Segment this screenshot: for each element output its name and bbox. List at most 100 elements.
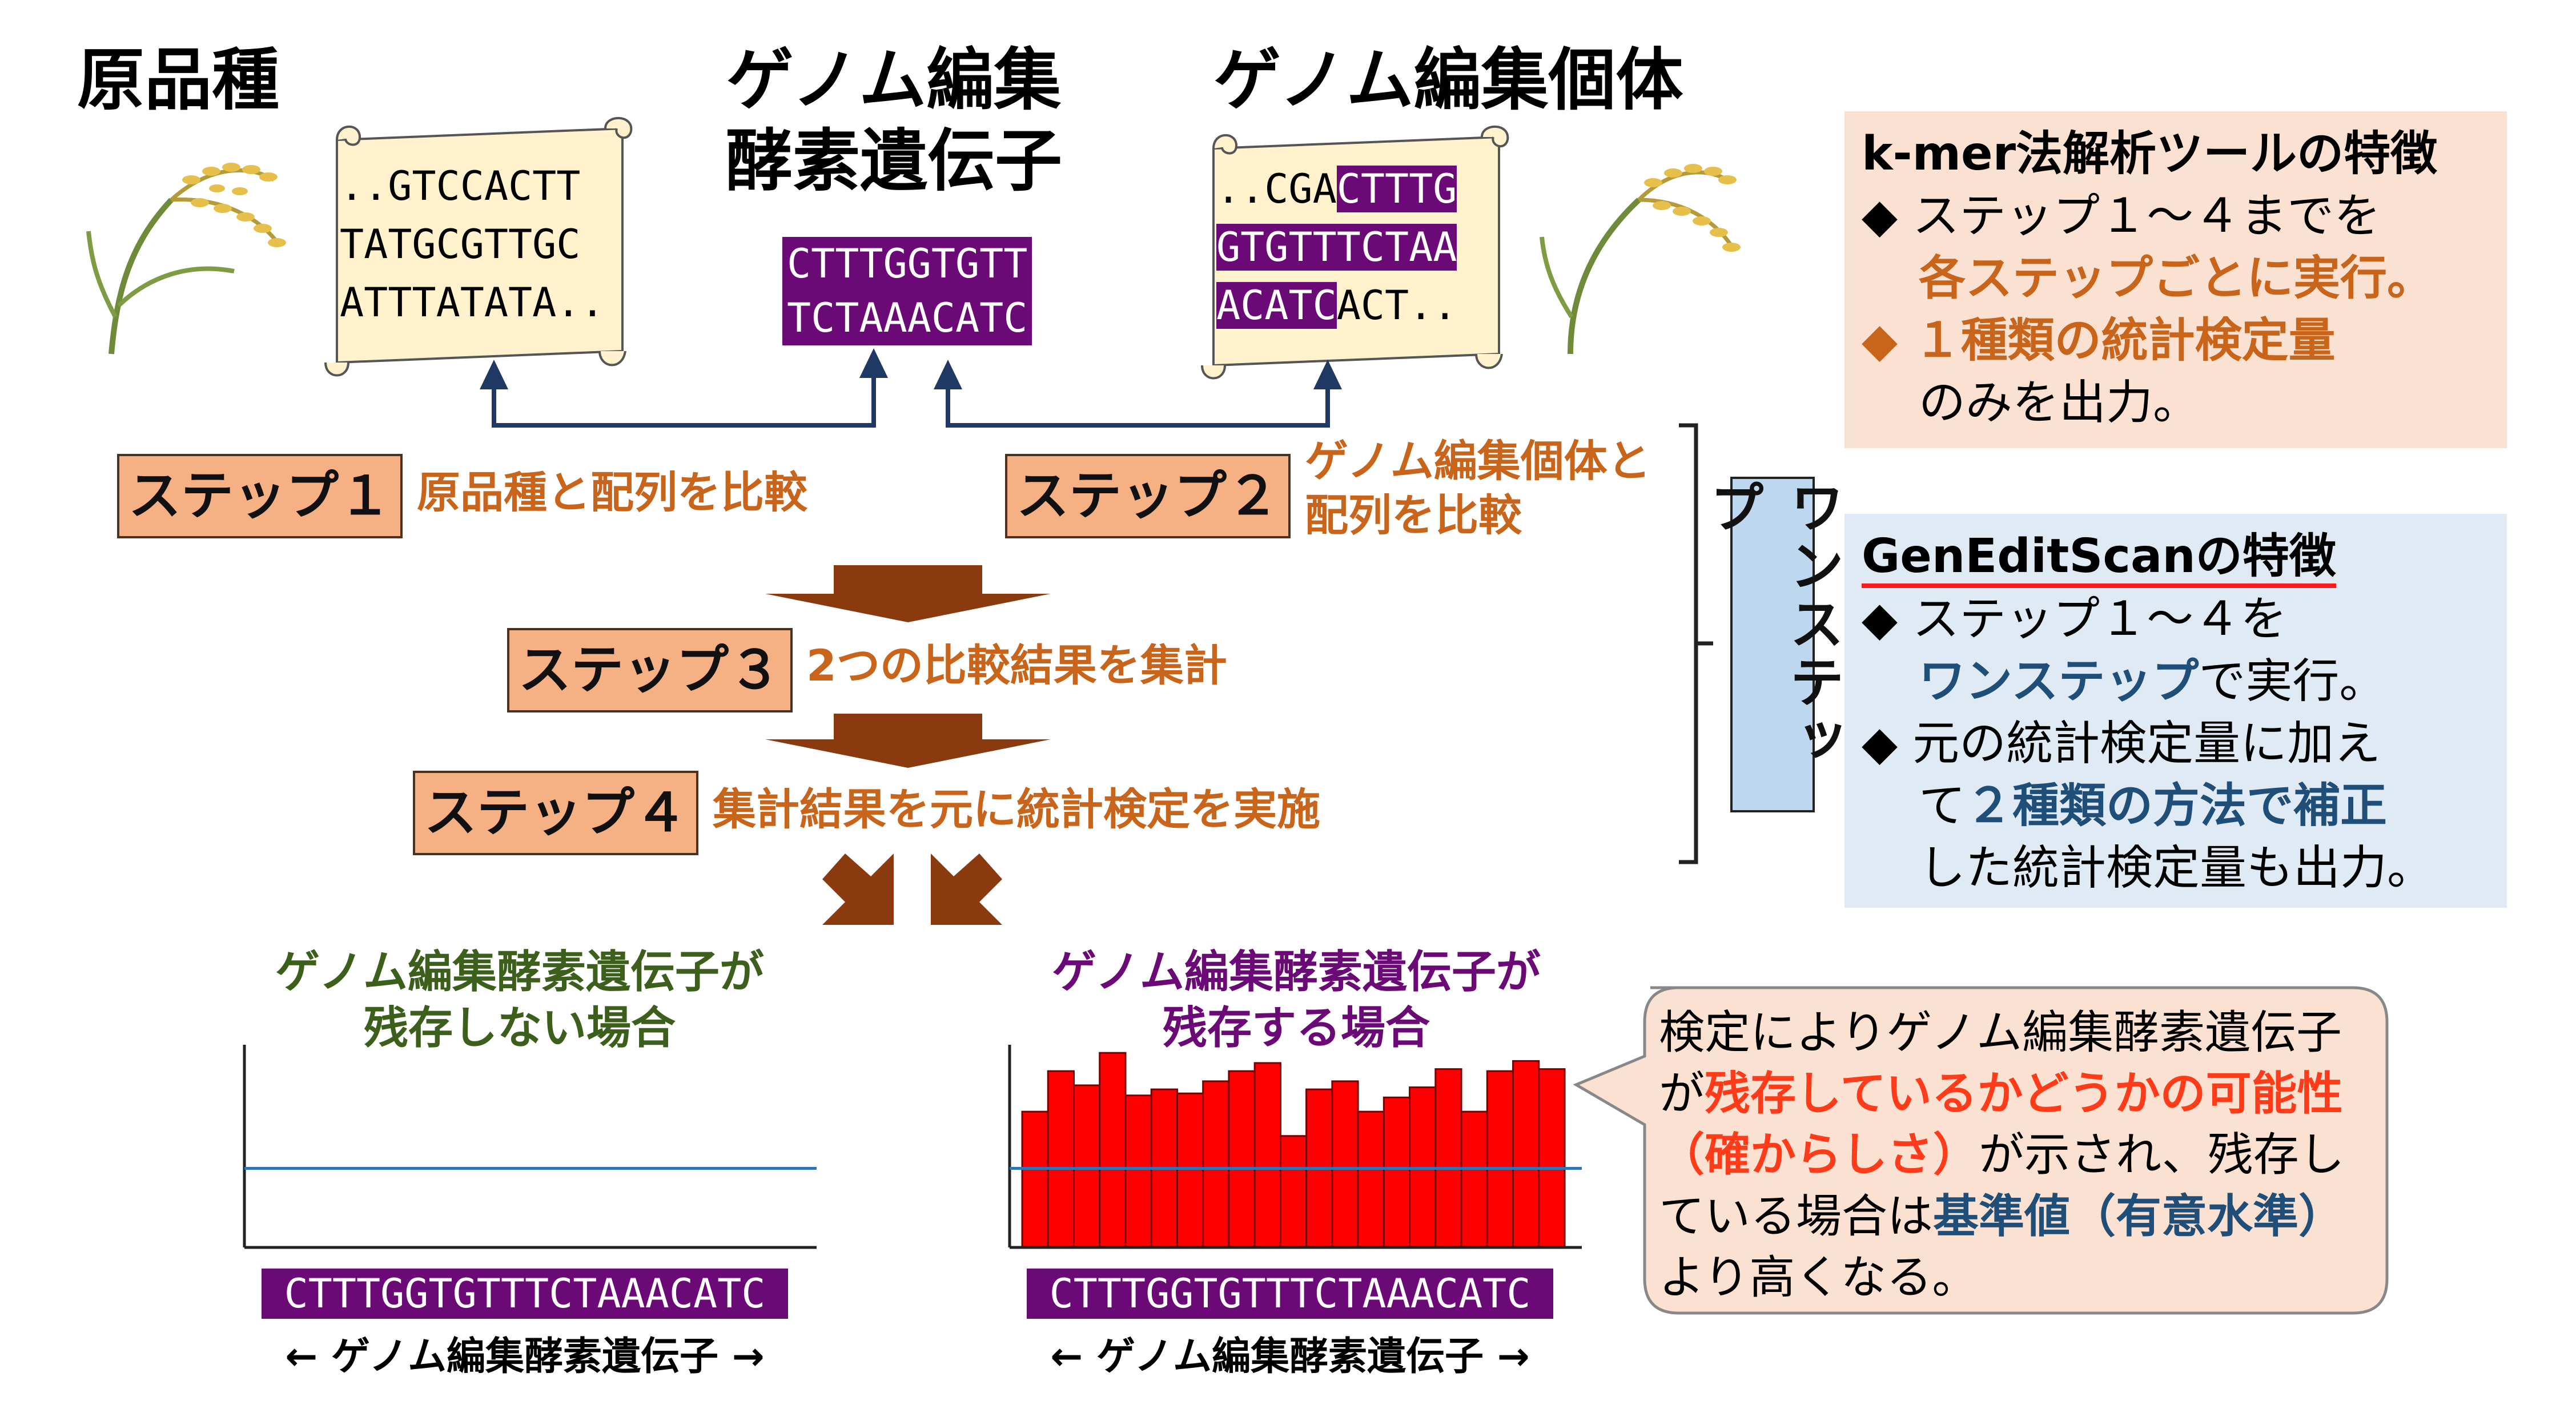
kmer-bullet-1-emphasis: 各ステップごとに実行。 — [1919, 251, 2434, 306]
step-2-desc-line1: ゲノム編集個体と — [1305, 436, 1651, 486]
heading-edited-individual: ゲノム編集個体 — [1213, 41, 1683, 119]
callout-line: が残存しているかどうかの可能性 — [1659, 1063, 2345, 1124]
seq-edited-plain: ACT.. — [1336, 282, 1457, 329]
chart-absent — [243, 1045, 817, 1249]
step-1-box: ステップ１ — [117, 454, 403, 538]
case-present-line2: 残存する場合 — [1162, 1002, 1430, 1054]
bar — [1279, 1135, 1308, 1249]
callout-frag: が示され、残存し — [1979, 1128, 2345, 1182]
step-2-desc-line2: 配列を比較 — [1305, 490, 1522, 541]
genedit-bullet-1-tail: で実行。 — [2199, 654, 2386, 709]
step-1-desc: 原品種と配列を比較 — [417, 467, 807, 518]
gene-seq-bar-present: CTTTGGTGTTTCTAAACATC — [1027, 1269, 1553, 1319]
arrowhead-icon — [1313, 360, 1342, 389]
bar — [1331, 1080, 1359, 1249]
callout-frag: ている場合は — [1659, 1189, 1933, 1243]
rice-plant-icon-left — [86, 163, 286, 355]
callout-text: 検定によりゲノム編集酵素遺伝子 が残存しているかどうかの可能性 （確からしさ）が… — [1659, 1002, 2345, 1308]
genedit-bullet-2-end: した統計検定量も出力。 — [1919, 841, 2434, 896]
seq-edited-highlight: GTGTTTCTAA — [1216, 224, 1457, 271]
step-3-box: ステップ３ — [507, 628, 793, 712]
step-4-desc: 集計結果を元に統計検定を実施 — [713, 784, 1320, 835]
seq-edited-line3: ACATCACT.. — [1216, 276, 1457, 335]
gene-axis-label-absent: ← ゲノム編集酵素遺伝子 → — [285, 1334, 765, 1379]
genedit-bullet-1: ◆ ステップ１～４を — [1862, 592, 2288, 647]
bar — [1176, 1092, 1204, 1249]
seq-edited-line1: ..CGACTTTG — [1216, 160, 1457, 218]
geneditscan-panel-title: GenEditScanの特徴 — [1862, 529, 2336, 589]
bar — [1434, 1068, 1462, 1249]
seq-original: ..GTCCACTT TATGCGTTGC ATTTATATA.. — [340, 157, 605, 332]
bar — [1357, 1110, 1385, 1249]
kmer-bullet-1: ◆ ステップ１～４までを — [1862, 189, 2381, 244]
kmer-bullet-2: ◆ １種類の統計検定量 — [1862, 313, 2336, 368]
seq-enzyme-line: TCTAAACATC — [782, 291, 1032, 345]
seq-edited-highlight: ACATC — [1216, 282, 1337, 329]
arrowhead-icon — [934, 360, 962, 389]
bar — [1486, 1070, 1514, 1249]
seq-edited-plain: ..CGA — [1216, 166, 1337, 212]
callout-threshold-emphasis: 基準値（有意水準） — [1933, 1189, 2344, 1243]
callout-bubble — [1573, 986, 2389, 1315]
callout-line: より高くなる。 — [1659, 1250, 1978, 1304]
diagonal-arrow-icon — [931, 854, 1002, 925]
seq-edited: ..CGACTTTG GTGTTTCTAA ACATCACT.. — [1216, 160, 1457, 335]
down-arrow-icon — [765, 565, 1051, 622]
chart-present — [1008, 1045, 1582, 1249]
flow-arrows — [765, 423, 1713, 925]
bar — [1021, 1110, 1049, 1249]
genedit-bullet-2: ◆ 元の統計検定量に加え — [1862, 716, 2381, 771]
gene-seq-bar-absent: CTTTGGTGTTTCTAAACATC — [262, 1269, 788, 1319]
down-arrow-icon — [765, 714, 1051, 768]
seq-edited-highlight: CTTTG — [1336, 166, 1457, 212]
seq-original-line: TATGCGTTGC — [340, 221, 581, 268]
callout-line: ている場合は基準値（有意水準） — [1659, 1186, 2345, 1247]
bar — [1047, 1070, 1075, 1249]
heading-enzyme-gene: ゲノム編集 酵素遺伝子 — [725, 40, 1062, 202]
case-present-line1: ゲノム編集酵素遺伝子が — [1052, 947, 1541, 998]
bar — [1202, 1080, 1230, 1249]
heading-original-variety: 原品種 — [77, 41, 280, 119]
rice-plant-icon-right — [1540, 164, 1741, 355]
kmer-bullet-2-cont: のみを出力。 — [1919, 376, 2200, 430]
bar — [1460, 1110, 1488, 1249]
seq-original-line: ATTTATATA.. — [340, 279, 605, 326]
genedit-bullet-2-pre: て — [1919, 779, 1966, 834]
genedit-one-step-emphasis: ワンステップ — [1919, 654, 2199, 709]
case-absent-title: ゲノム編集酵素遺伝子が 残存しない場合 — [228, 945, 811, 1056]
callout-line: （確からしさ）が示され、残存し — [1659, 1124, 2345, 1185]
case-absent-line2: 残存しない場合 — [363, 1002, 676, 1054]
case-present-title: ゲノム編集酵素遺伝子が 残存する場合 — [1005, 945, 1588, 1056]
bar — [1228, 1070, 1256, 1249]
case-absent-line1: ゲノム編集酵素遺伝子が — [275, 947, 764, 998]
seq-enzyme-line: CTTTGGTGTT — [782, 237, 1032, 291]
arrowhead-icon — [480, 360, 508, 389]
one-step-bracket — [1679, 423, 1713, 864]
callout-frag: が — [1659, 1067, 1705, 1121]
bar — [1383, 1096, 1411, 1249]
callout-likelihood-emphasis: （確からしさ） — [1659, 1128, 1979, 1182]
arrowhead-icon — [859, 348, 888, 378]
seq-enzyme-gene: CTTTGGTGTT TCTAAACATC — [782, 237, 1032, 345]
genedit-bullet-1-cont: ワンステップで実行。 — [1862, 650, 2490, 712]
bar — [1512, 1060, 1540, 1249]
step-2-desc: ゲノム編集個体と 配列を比較 — [1305, 434, 1651, 542]
seq-original-line: ..GTCCACTT — [340, 163, 581, 210]
scroll-original — [324, 116, 633, 377]
bar — [1253, 1062, 1281, 1249]
bar — [1072, 1084, 1101, 1249]
step-2-box: ステップ２ — [1005, 454, 1291, 538]
one-step-label-text: ワンステップ — [1701, 479, 1844, 770]
kmer-feature-panel: k-mer法解析ツールの特徴 ◆ ステップ１～４までを 各ステップごとに実行。 … — [1844, 111, 2507, 448]
heading-enzyme-gene-line1: ゲノム編集 — [726, 41, 1062, 119]
callout-possibility-emphasis: 残存しているかどうかの可能性 — [1705, 1067, 2343, 1121]
one-step-label: ワンステップ — [1701, 477, 1844, 812]
gene-axis-label-present: ← ゲノム編集酵素遺伝子 → — [1050, 1334, 1530, 1379]
callout-line: 検定によりゲノム編集酵素遺伝子 — [1659, 1006, 2342, 1059]
kmer-panel-title: k-mer法解析ツールの特徴 — [1862, 127, 2438, 181]
bar — [1124, 1094, 1152, 1249]
bar — [1538, 1068, 1566, 1249]
step-4-box: ステップ４ — [413, 771, 698, 855]
step-3-desc: 2つの比較結果を集計 — [806, 640, 1227, 691]
seq-edited-line2: GTGTTTCTAA — [1216, 218, 1457, 276]
